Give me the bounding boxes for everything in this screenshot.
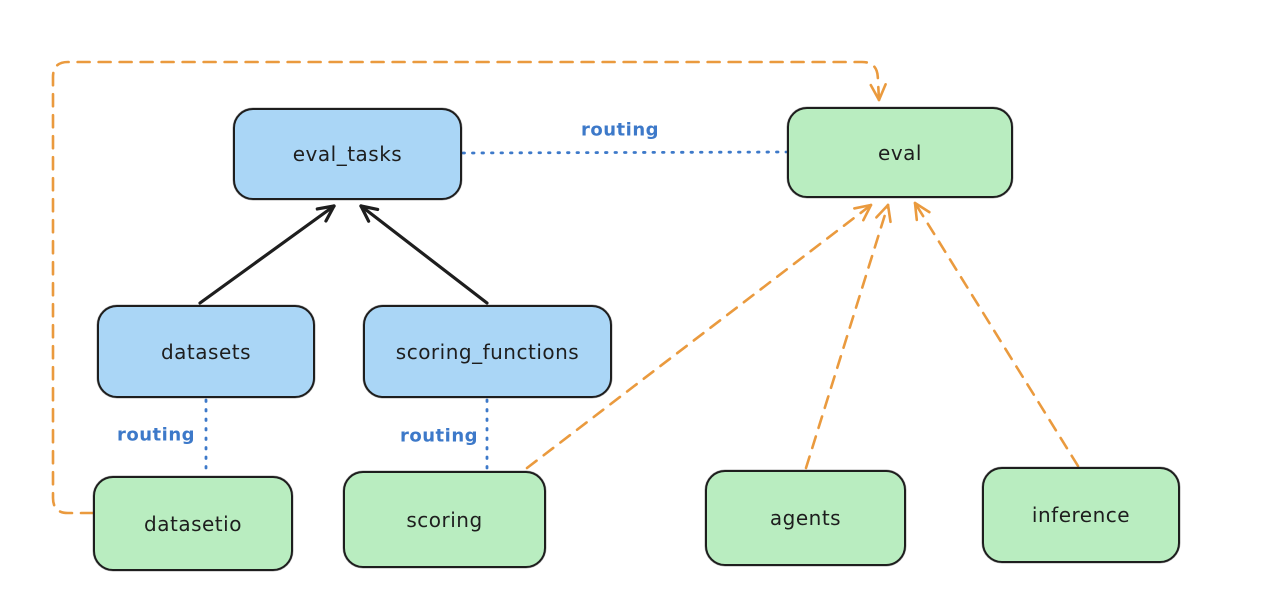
node-eval: eval xyxy=(787,107,1013,198)
node-eval_tasks: eval_tasks xyxy=(233,108,462,200)
node-scoring_functions: scoring_functions xyxy=(363,305,612,398)
node-scoring: scoring xyxy=(343,471,546,568)
eval_tasks-to-eval-routing-line xyxy=(461,150,788,155)
inference-to-eval-arrow xyxy=(913,201,1080,468)
node-label-scoring: scoring xyxy=(406,507,483,532)
node-label-inference: inference xyxy=(1031,503,1131,527)
node-datasetio: datasetio xyxy=(93,476,293,571)
node-label-agents: agents xyxy=(769,506,842,530)
datasets-to-eval_tasks-arrow xyxy=(198,204,336,305)
edge-label-routing-eval_tasks-eval: routing xyxy=(580,119,660,141)
node-label-datasets: datasets xyxy=(160,339,252,364)
node-label-eval_tasks: eval_tasks xyxy=(292,142,403,166)
edge-label-routing-datasets-datasetio: routing xyxy=(116,424,196,446)
node-datasets: datasets xyxy=(97,305,315,398)
datasetio-to-eval-arrow xyxy=(51,60,887,515)
scoring-to-eval-arrow xyxy=(525,203,873,470)
scoring_functions-to-eval_tasks-arrow xyxy=(359,204,489,305)
node-label-datasetio: datasetio xyxy=(144,511,242,536)
agents-to-eval-arrow xyxy=(804,203,892,470)
node-label-scoring_functions: scoring_functions xyxy=(395,339,580,364)
edge-label-routing-scoring_functions-scoring: routing xyxy=(399,425,479,447)
node-label-eval: eval xyxy=(878,140,922,165)
node-agents: agents xyxy=(705,470,906,566)
node-inference: inference xyxy=(982,467,1180,563)
